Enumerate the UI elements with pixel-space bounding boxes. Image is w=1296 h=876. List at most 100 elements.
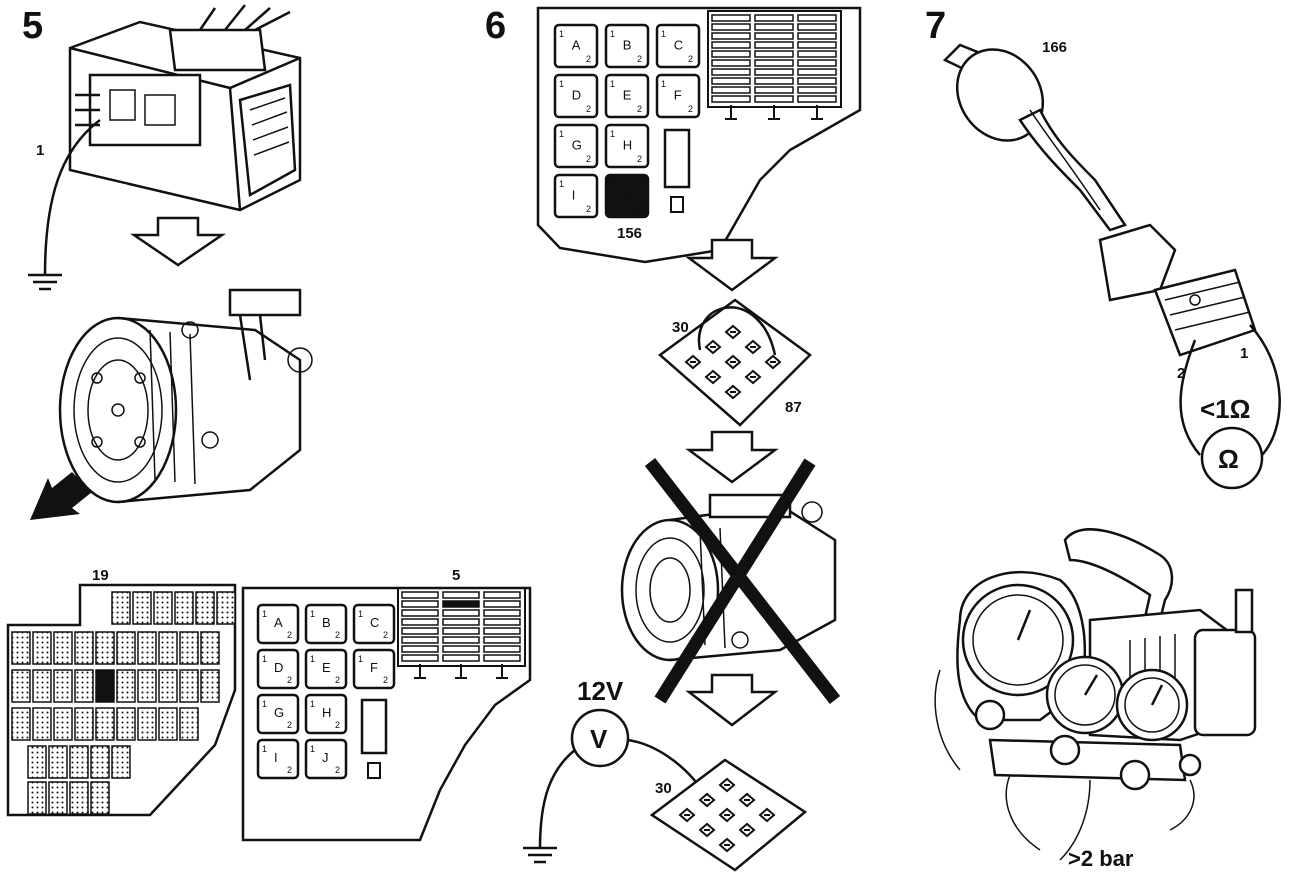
svg-text:2: 2 xyxy=(586,54,591,64)
svg-text:2: 2 xyxy=(637,204,642,214)
svg-text:A: A xyxy=(572,37,581,52)
pressure-sensor-166-label: 166 xyxy=(1042,39,1067,56)
ohmmeter-lead-1 xyxy=(1249,324,1281,456)
svg-text:C: C xyxy=(674,37,683,52)
fuse-slot-c: 1C2 xyxy=(655,23,701,69)
compressor-connector-illustration xyxy=(68,4,302,212)
down-arrow-step6-a xyxy=(685,238,779,292)
step-7-panel: 7 166 1 2 <1Ω Ω xyxy=(925,5,1281,871)
ohmmeter-lead-2 xyxy=(1179,339,1201,456)
svg-text:2: 2 xyxy=(586,204,591,214)
svg-text:2: 2 xyxy=(335,765,340,775)
fuse-slot-j: 1J2 xyxy=(304,738,348,780)
ground-symbol-step6 xyxy=(523,846,557,864)
svg-text:1: 1 xyxy=(610,179,615,189)
svg-text:1: 1 xyxy=(661,29,666,39)
resistance-reading-label: <1Ω xyxy=(1200,394,1251,424)
cross-out-line-2 xyxy=(654,458,816,704)
fuse-slot-g: 1G2 xyxy=(256,693,300,735)
svg-text:1: 1 xyxy=(262,744,267,754)
svg-text:2: 2 xyxy=(287,765,292,775)
fuse-slot-i: 1I2 xyxy=(256,738,300,780)
fuse-slot-g: 1G2 xyxy=(553,123,599,169)
pressure-gauge-manifold-illustration xyxy=(934,528,1257,861)
relay-board-19 xyxy=(6,583,237,817)
svg-text:2: 2 xyxy=(335,675,340,685)
sensor-pin-2-label: 2 xyxy=(1177,365,1185,382)
ohmmeter-symbol: Ω xyxy=(1218,444,1239,474)
relay-position-156-label: 156 xyxy=(617,225,642,242)
step-6-number: 6 xyxy=(485,5,506,47)
svg-text:F: F xyxy=(370,660,378,675)
svg-text:2: 2 xyxy=(335,720,340,730)
pressure-sensor-harness-illustration xyxy=(942,43,1257,357)
svg-text:2: 2 xyxy=(287,720,292,730)
fuse-slot-b: 1B2 xyxy=(304,603,348,645)
fuse-slot-h: 1H2 xyxy=(604,123,650,169)
svg-text:1: 1 xyxy=(262,654,267,664)
clutch-arrow-icon xyxy=(30,472,92,520)
relay-pin-30-bottom-label: 30 xyxy=(655,780,672,797)
step-7-number: 7 xyxy=(925,5,946,47)
svg-text:G: G xyxy=(572,137,582,152)
voltmeter-symbol: V xyxy=(590,724,608,754)
svg-text:1: 1 xyxy=(559,179,564,189)
svg-text:I: I xyxy=(572,187,576,202)
svg-text:1: 1 xyxy=(262,609,267,619)
ohmmeter-icon xyxy=(1200,426,1264,490)
relay-socket-jumper xyxy=(658,298,812,427)
svg-text:2: 2 xyxy=(688,54,693,64)
relay-position-5-label: 5 xyxy=(452,567,460,584)
svg-text:J: J xyxy=(623,187,630,202)
down-arrow-step6-c xyxy=(685,673,779,727)
svg-text:1: 1 xyxy=(310,654,315,664)
svg-text:1: 1 xyxy=(559,29,564,39)
svg-text:2: 2 xyxy=(335,630,340,640)
pressure-reading-label: >2 bar xyxy=(1068,846,1134,871)
fuse-slot-b: 1B2 xyxy=(604,23,650,69)
svg-text:E: E xyxy=(322,660,331,675)
down-arrow-step6-b xyxy=(685,430,779,484)
relay-pin-30-top-label: 30 xyxy=(672,319,689,336)
svg-text:1: 1 xyxy=(310,609,315,619)
svg-text:2: 2 xyxy=(586,104,591,114)
relay-socket-voltage-test xyxy=(649,758,808,872)
step-5-panel: 5 1 xyxy=(6,4,532,842)
fuse-slot-j: 1J2 xyxy=(604,173,650,219)
svg-text:2: 2 xyxy=(383,675,388,685)
svg-text:1: 1 xyxy=(310,699,315,709)
svg-text:1: 1 xyxy=(610,29,615,39)
fuse-slot-f: 1F2 xyxy=(352,648,396,690)
svg-text:B: B xyxy=(322,615,331,630)
svg-text:D: D xyxy=(274,660,283,675)
svg-text:2: 2 xyxy=(287,630,292,640)
fuse-slot-d: 1D2 xyxy=(256,648,300,690)
svg-text:J: J xyxy=(322,750,329,765)
svg-text:C: C xyxy=(370,615,379,630)
svg-text:1: 1 xyxy=(358,654,363,664)
svg-text:1: 1 xyxy=(610,129,615,139)
fuse-slot-e: 1E2 xyxy=(604,73,650,119)
ground-symbol-step5 xyxy=(28,273,62,291)
svg-text:D: D xyxy=(572,87,581,102)
ac-compressor-illustration xyxy=(58,288,313,504)
voltmeter-icon xyxy=(570,708,630,768)
connector-pin-1-label: 1 xyxy=(36,142,44,159)
step-5-number: 5 xyxy=(22,5,43,47)
svg-text:H: H xyxy=(623,137,632,152)
ground-wire xyxy=(43,119,101,276)
svg-text:2: 2 xyxy=(637,154,642,164)
svg-text:B: B xyxy=(623,37,632,52)
relay-position-19-label: 19 xyxy=(92,567,109,584)
svg-text:F: F xyxy=(674,87,682,102)
fuse-slot-e: 1E2 xyxy=(304,648,348,690)
sensor-pin-1-label: 1 xyxy=(1240,345,1248,362)
fuse-slot-i: 1I2 xyxy=(553,173,599,219)
voltage-reading-label: 12V xyxy=(577,676,624,706)
fuse-slot-h: 1H2 xyxy=(304,693,348,735)
voltmeter-ground-wire xyxy=(538,749,576,849)
